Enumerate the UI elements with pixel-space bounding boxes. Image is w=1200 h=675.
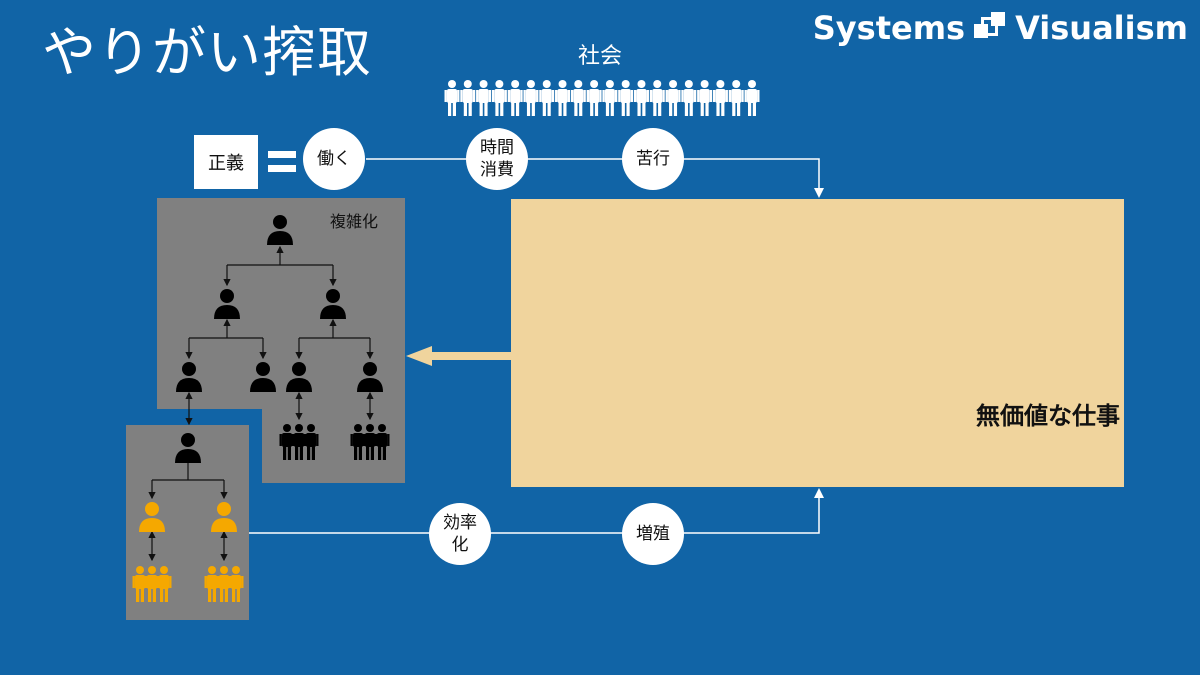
worthless-work-box bbox=[511, 199, 1124, 487]
person-icon bbox=[176, 362, 202, 392]
crowd-person-icon bbox=[460, 80, 476, 116]
tree-link-root bbox=[227, 247, 333, 266]
growth-circle: 増殖 bbox=[622, 503, 684, 565]
equals-icon bbox=[268, 147, 296, 177]
crowd-person-icon bbox=[444, 80, 460, 116]
systems-visualism-logo-icon bbox=[974, 12, 1006, 38]
person-icon bbox=[286, 362, 312, 392]
crowd-person-icon bbox=[728, 80, 744, 116]
person-icon bbox=[175, 433, 201, 463]
crowd-person-icon bbox=[633, 80, 649, 116]
brand-word-systems: Systems bbox=[812, 9, 966, 47]
society-label: 社会 bbox=[577, 44, 622, 69]
tree-link-bottom-split bbox=[152, 463, 224, 481]
crowd-person-icon bbox=[523, 80, 539, 116]
person-icon bbox=[357, 362, 383, 392]
crowd-person-icon bbox=[507, 80, 523, 116]
crowd-person-icon bbox=[618, 80, 634, 116]
work-circle: 働く bbox=[303, 128, 365, 190]
person-icon bbox=[139, 502, 165, 532]
complexity-label: 複雑化 bbox=[330, 212, 379, 231]
person-icon bbox=[250, 362, 276, 392]
crowd-person-icon bbox=[476, 80, 492, 116]
person-icon bbox=[320, 289, 346, 319]
crowd-person-icon bbox=[744, 80, 760, 116]
efficiency-circle: 効率 化 bbox=[429, 503, 491, 565]
suffering-circle: 苦行 bbox=[622, 128, 684, 190]
page-title: やりがい搾取 bbox=[42, 21, 372, 84]
crowd-person-icon bbox=[570, 80, 586, 116]
people-group-icon bbox=[204, 566, 244, 602]
person-icon bbox=[267, 215, 293, 245]
people-group-icon bbox=[279, 424, 319, 460]
crowd-person-icon bbox=[712, 80, 728, 116]
brand-word-visualism: Visualism bbox=[1015, 9, 1188, 47]
feedback-arrow bbox=[406, 346, 511, 366]
top-flow-arrowhead bbox=[814, 188, 824, 198]
people-group-icon bbox=[132, 566, 172, 602]
crowd-person-icon bbox=[697, 80, 713, 116]
crowd-person-icon bbox=[602, 80, 618, 116]
people-group-icon bbox=[350, 424, 390, 460]
justice-box: 正義 bbox=[194, 135, 258, 189]
person-icon bbox=[214, 289, 240, 319]
crowd-people-icon bbox=[444, 80, 760, 116]
brand-logo: Systems Visualism bbox=[813, 8, 1188, 48]
crowd-person-icon bbox=[665, 80, 681, 116]
crowd-person-icon bbox=[681, 80, 697, 116]
crowd-person-icon bbox=[555, 80, 571, 116]
bottom-flow-arrowhead bbox=[814, 488, 824, 498]
crowd-person-icon bbox=[586, 80, 602, 116]
person-icon bbox=[211, 502, 237, 532]
tree-link-right bbox=[299, 320, 370, 339]
crowd-person-icon bbox=[491, 80, 507, 116]
time-consumption-circle: 時間 消費 bbox=[466, 128, 528, 190]
crowd-person-icon bbox=[649, 80, 665, 116]
justice-label: 正義 bbox=[208, 153, 244, 174]
tree-link-left bbox=[189, 320, 263, 339]
worthless-work-label: 無価値な仕事 bbox=[976, 402, 1120, 430]
crowd-person-icon bbox=[539, 80, 555, 116]
